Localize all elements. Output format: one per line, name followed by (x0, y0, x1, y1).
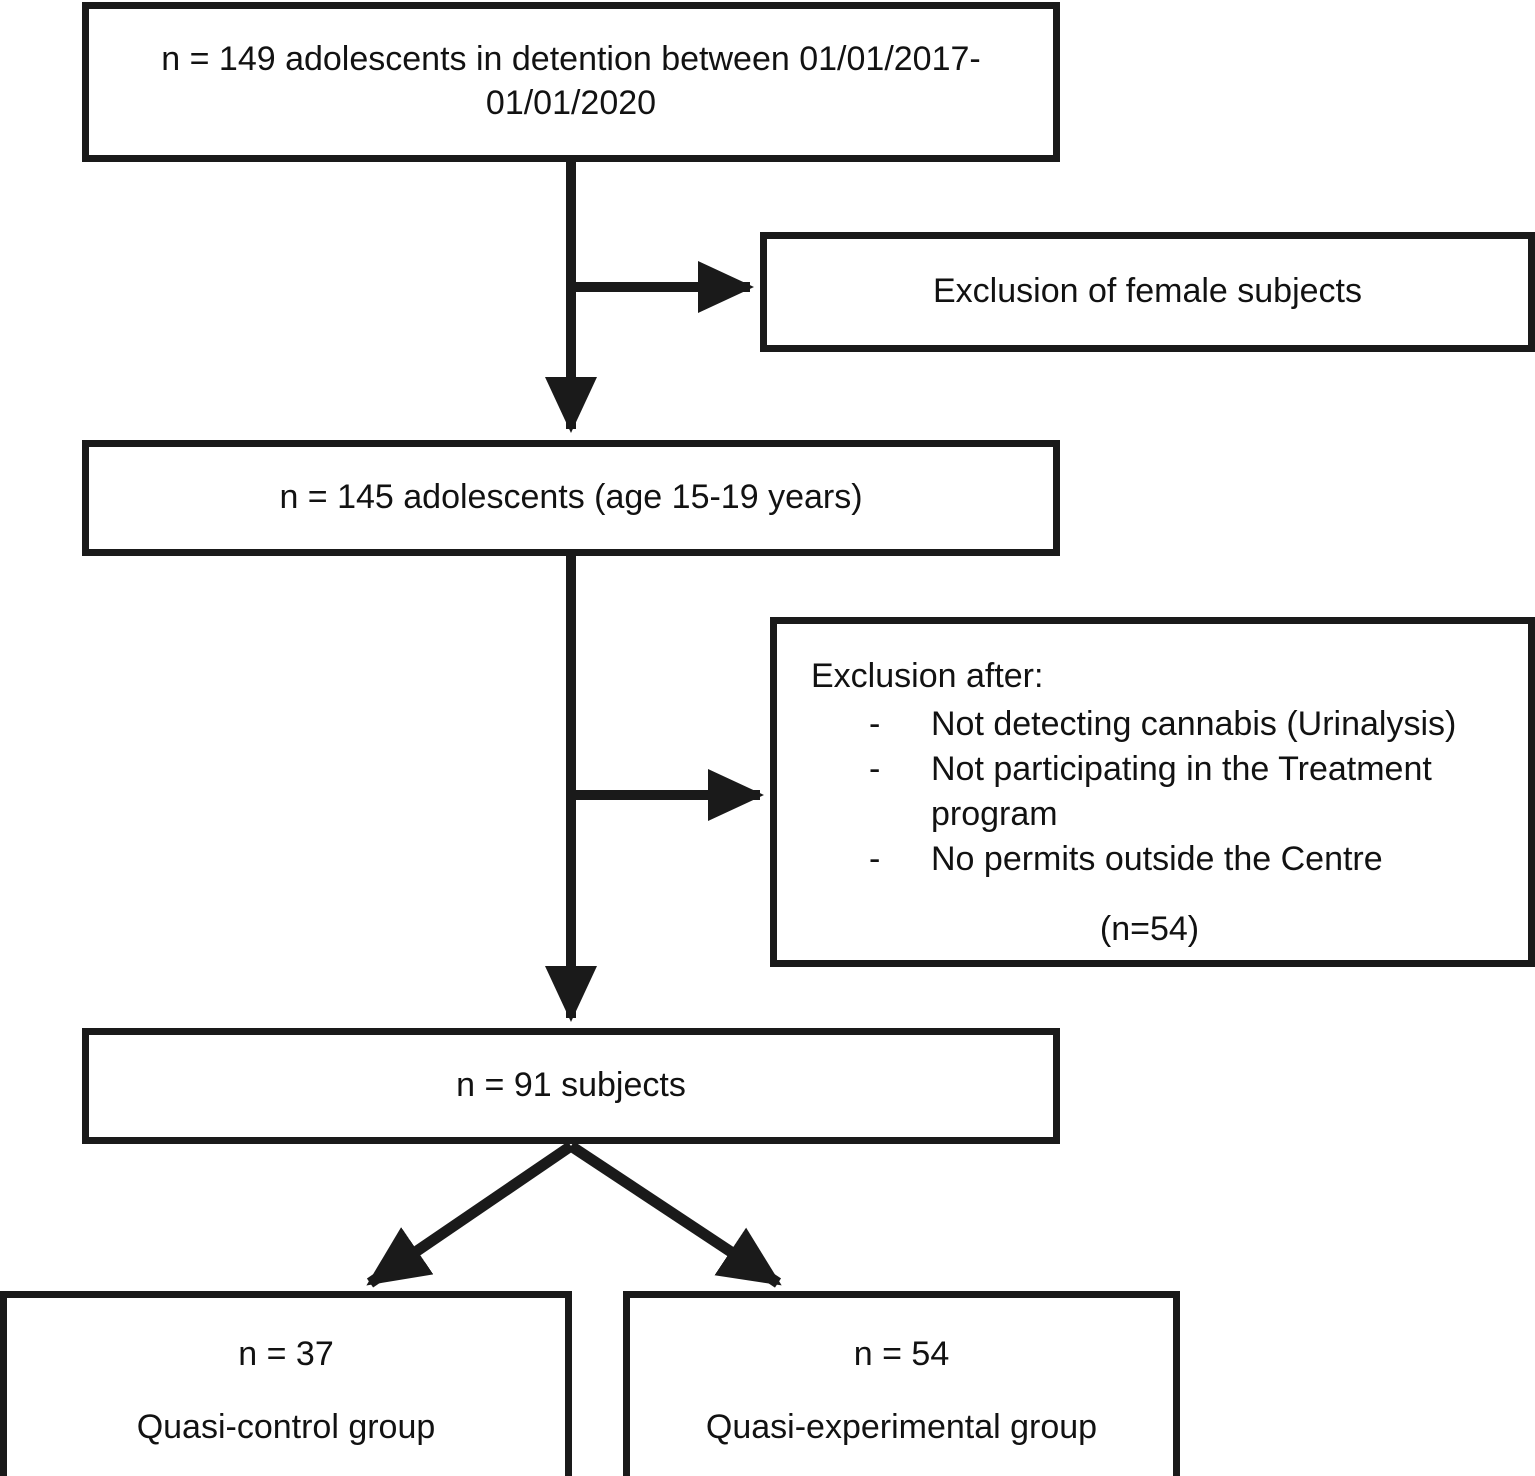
node-age-group-label: n = 145 adolescents (age 15-19 years) (279, 478, 863, 517)
node-subjects-label: n = 91 subjects (456, 1066, 686, 1105)
node-age-group: n = 145 adolescents (age 15-19 years) (82, 440, 1060, 556)
list-item: - Not detecting cannabis (Urinalysis) (869, 702, 1528, 747)
edge-subjects-to-quasi-experimental (567, 1141, 782, 1288)
node-quasi-control-label: Quasi-control group (136, 1408, 436, 1446)
bullet-dash-icon: - (869, 705, 881, 743)
node-quasi-experimental-label: Quasi-experimental group (705, 1408, 1098, 1446)
edge-subjects-to-quasi-control (366, 1141, 575, 1288)
list-item-text: Not participating in the Treatment progr… (931, 749, 1432, 833)
node-exclusion-female-label: Exclusion of female subjects (933, 272, 1362, 311)
bullet-dash-icon: - (869, 749, 881, 788)
exclusion-criteria-list: - Not detecting cannabis (Urinalysis) - … (811, 702, 1528, 882)
node-quasi-control-count: n = 37 (238, 1335, 334, 1373)
node-exclusion-after: Exclusion after: - Not detecting cannabi… (770, 617, 1535, 967)
node-cohort: n = 149 adolescents in detention between… (82, 2, 1060, 162)
node-quasi-control: n = 37 Quasi-control group (0, 1291, 572, 1476)
node-quasi-experimental: n = 54 Quasi-experimental group (623, 1291, 1180, 1476)
list-item-text: No permits outside the Centre (931, 839, 1383, 878)
node-exclusion-after-title: Exclusion after: (811, 657, 1044, 695)
node-subjects: n = 91 subjects (82, 1028, 1060, 1144)
node-exclusion-female: Exclusion of female subjects (760, 232, 1535, 352)
list-item: - No permits outside the Centre (869, 837, 1528, 882)
node-exclusion-after-count: (n=54) (1099, 909, 1200, 948)
list-item: - Not participating in the Treatment pro… (869, 747, 1528, 837)
bullet-dash-icon: - (869, 839, 881, 878)
node-cohort-label: n = 149 adolescents in detention between… (161, 40, 981, 122)
node-quasi-experimental-count: n = 54 (853, 1335, 950, 1373)
list-item-text: Not detecting cannabis (Urinalysis) (931, 705, 1457, 743)
